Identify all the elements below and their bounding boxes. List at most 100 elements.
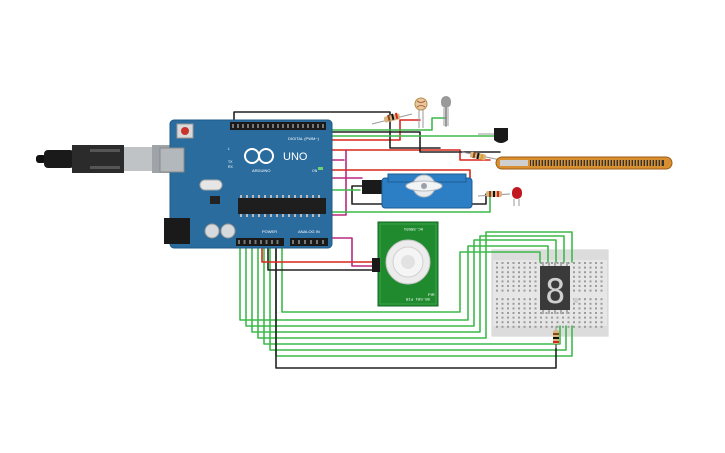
arduino-uno-board[interactable]: UNO ARDUINO DIGITAL (PWM~) POWER ANALOG … xyxy=(159,119,333,249)
wire-black-ground[interactable] xyxy=(275,227,557,369)
bottom-pin[interactable] xyxy=(316,240,318,244)
led-red[interactable] xyxy=(512,187,522,206)
digital-pin[interactable] xyxy=(302,124,304,128)
breadboard-hole xyxy=(512,302,515,305)
bottom-pin[interactable] xyxy=(271,240,273,244)
wire-green-2[interactable] xyxy=(245,227,557,327)
bottom-pin[interactable] xyxy=(276,240,279,244)
chip-leg xyxy=(282,214,284,217)
resistor-led[interactable] xyxy=(477,191,511,197)
digital-pin[interactable] xyxy=(322,124,324,128)
pir-sensor[interactable]: HC-SR501 SR-501 PIR PIR xyxy=(372,221,439,307)
breadboard-hole xyxy=(496,271,498,274)
breadboard-hole xyxy=(507,298,509,301)
digital-pin[interactable] xyxy=(267,124,269,128)
digital-pin[interactable] xyxy=(297,124,299,128)
breadboard-hole xyxy=(529,271,531,274)
bottom-pin[interactable] xyxy=(265,240,268,244)
bottom-pin[interactable] xyxy=(304,240,306,244)
breadboard-hole xyxy=(556,312,559,314)
digital-pin[interactable] xyxy=(307,124,309,128)
breadboard-hole xyxy=(573,302,575,305)
usb-cable[interactable] xyxy=(36,145,176,173)
wire-green-6[interactable] xyxy=(269,227,567,351)
flex-stripe xyxy=(609,160,611,166)
bottom-pin[interactable] xyxy=(254,240,257,244)
led-grey[interactable] xyxy=(441,96,451,126)
flex-stripe xyxy=(582,160,584,166)
breadboard-hole xyxy=(523,271,526,274)
flex-stripe xyxy=(546,160,548,166)
breadboard-hole xyxy=(573,307,575,310)
breadboard-hole xyxy=(595,271,597,274)
digital-pin[interactable] xyxy=(277,124,279,128)
wire-black-servo[interactable] xyxy=(351,185,487,205)
breadboard-hole xyxy=(518,302,520,305)
wire-green-3[interactable] xyxy=(251,227,565,333)
chip-leg xyxy=(318,195,320,198)
digital-pin[interactable] xyxy=(312,124,314,128)
resistor-top[interactable] xyxy=(371,112,413,125)
flex-stripe xyxy=(624,160,626,166)
bottom-pin[interactable] xyxy=(310,240,312,244)
wire-green-1[interactable] xyxy=(239,227,549,321)
brand-label: ARDUINO xyxy=(252,168,270,173)
bottom-pin[interactable] xyxy=(298,240,300,244)
flex-stripe xyxy=(594,160,596,166)
bottom-pin[interactable] xyxy=(243,240,246,244)
breadboard-hole xyxy=(529,285,531,287)
digital-pin[interactable] xyxy=(242,124,244,128)
breadboard-hole xyxy=(600,262,603,264)
digital-pin[interactable] xyxy=(317,124,319,128)
bottom-pin[interactable] xyxy=(238,240,240,244)
seven-segment-display[interactable]: 8. xyxy=(540,262,586,314)
digital-pin[interactable] xyxy=(237,124,239,128)
breadboard-hole xyxy=(518,325,520,328)
flex-stripe xyxy=(618,160,620,166)
resistor-segment[interactable] xyxy=(553,326,559,348)
breadboard-hole xyxy=(551,325,553,328)
breadboard-hole xyxy=(584,271,586,274)
chip-leg xyxy=(276,195,278,198)
wire-green-led[interactable] xyxy=(325,195,491,213)
breadboard-hole xyxy=(595,285,597,287)
breadboard-hole xyxy=(595,307,597,310)
digital-pin[interactable] xyxy=(287,124,289,128)
breadboard-hole xyxy=(589,266,592,269)
wire-black-top-2[interactable] xyxy=(311,131,501,153)
breadboard-hole xyxy=(529,302,531,305)
breadboard-hole xyxy=(512,285,515,287)
breadboard-hole xyxy=(518,266,520,269)
wire-green-5[interactable] xyxy=(263,227,561,345)
wire-green-4[interactable] xyxy=(257,227,573,339)
flex-sensor[interactable] xyxy=(495,156,673,170)
wire-green-top-1[interactable] xyxy=(321,117,447,131)
flex-stripe xyxy=(645,160,647,166)
flex-stripe xyxy=(579,160,581,166)
digital-pin[interactable] xyxy=(282,124,284,128)
temperature-sensor[interactable] xyxy=(478,128,508,143)
wire-black-top-1[interactable] xyxy=(233,111,441,149)
wire-red-servo[interactable] xyxy=(319,149,491,161)
bottom-pin[interactable] xyxy=(260,240,262,244)
digital-pin[interactable] xyxy=(252,124,254,128)
photoresistor[interactable] xyxy=(414,97,428,128)
bottom-pin[interactable] xyxy=(292,240,294,244)
atmega-chip xyxy=(238,198,326,214)
chip-leg xyxy=(270,214,272,217)
bottom-pin[interactable] xyxy=(322,240,324,244)
digital-pin[interactable] xyxy=(292,124,294,128)
servo-motor[interactable] xyxy=(362,173,473,209)
digital-pin[interactable] xyxy=(272,124,274,128)
digital-pin[interactable] xyxy=(232,124,234,128)
breadboard-hole xyxy=(501,285,504,287)
flex-stripe xyxy=(534,160,536,166)
digital-pin[interactable] xyxy=(262,124,264,128)
flex-stripe xyxy=(633,160,635,166)
wire-green-8[interactable] xyxy=(281,227,541,313)
breadboard-hole xyxy=(496,275,498,278)
digital-pin[interactable] xyxy=(257,124,259,128)
digital-pin[interactable] xyxy=(247,124,249,128)
breadboard-hole xyxy=(523,316,526,319)
bottom-pin[interactable] xyxy=(249,240,251,244)
